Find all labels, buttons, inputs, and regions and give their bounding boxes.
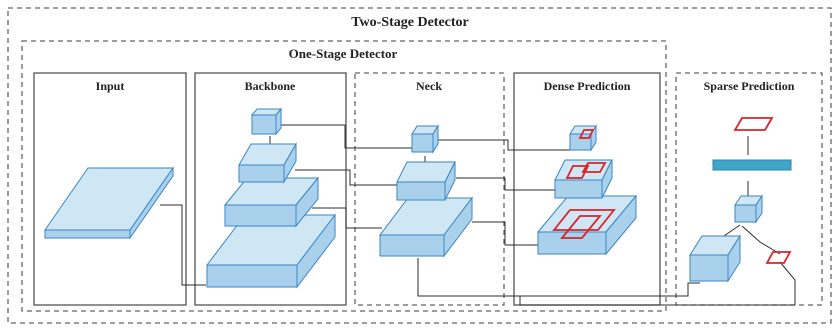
- sparse-feature-box: [690, 236, 740, 281]
- one-stage-label: One-Stage Detector: [289, 46, 398, 61]
- sparse-roi-box: [735, 196, 762, 222]
- input-panel-title: Input: [96, 79, 125, 93]
- sparse-prediction-panel-title: Sparse Prediction: [704, 79, 795, 93]
- backbone-panel-title: Backbone: [245, 79, 296, 93]
- neck-level-2: [397, 162, 455, 200]
- two-stage-label: Two-Stage Detector: [351, 15, 469, 30]
- neck-panel-title: Neck: [416, 79, 442, 93]
- backbone-level-3: [239, 144, 296, 182]
- sparse-fc-bar: [713, 160, 791, 170]
- neck-level-3: [412, 126, 438, 152]
- backbone-level-4: [252, 109, 281, 134]
- dense-prediction-panel-title: Dense Prediction: [544, 79, 631, 93]
